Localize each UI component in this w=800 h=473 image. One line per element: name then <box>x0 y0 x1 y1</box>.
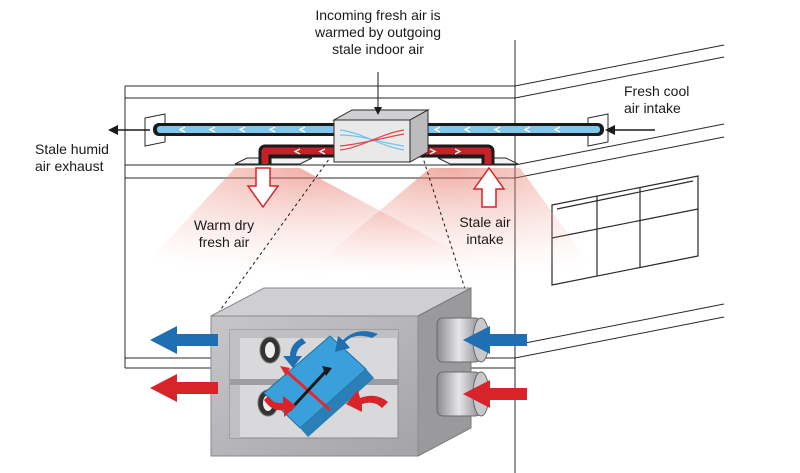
duct-flow-chevrons <box>178 126 561 155</box>
supply-ceiling-grille <box>234 157 313 165</box>
incoming-air-label: Incoming fresh air is warmed by outgoing… <box>290 7 466 58</box>
warm-supply-out-arrow <box>150 374 218 402</box>
warm-dry-fresh-air-label-line-1: Warm dry <box>193 217 255 233</box>
stale-intake-in-arrow <box>463 380 527 408</box>
exhaust-arrow <box>108 125 150 135</box>
warm-dry-fresh-air-label-line-2: fresh air <box>198 234 250 250</box>
incoming-air-label-line-2: warmed by outgoing <box>314 24 442 40</box>
warm-dry-fresh-air-label: Warm dry fresh air <box>184 217 264 251</box>
incoming-air-label-line-1: Incoming fresh air is <box>315 7 441 23</box>
stale-air-intake-label-line-2: intake <box>466 231 504 247</box>
heat-exchanger-box <box>332 109 430 163</box>
stale-air-intake-label-line-1: Stale air <box>459 214 511 230</box>
stale-humid-exhaust-label-line-2: air exhaust <box>35 158 104 174</box>
intake-arrow <box>605 125 655 135</box>
stale-humid-exhaust-label-line-1: Stale humid <box>35 141 109 157</box>
fresh-intake-in-arrow <box>463 326 527 354</box>
stale-air-glow-right <box>300 168 600 278</box>
fresh-cool-intake-label-line-2: air intake <box>624 100 681 116</box>
stale-humid-exhaust-label: Stale humid air exhaust <box>35 141 109 175</box>
fresh-cool-intake-label: Fresh cool air intake <box>624 83 689 117</box>
return-ceiling-grille <box>437 157 519 165</box>
stale-air-intake-label: Stale air intake <box>450 214 520 248</box>
incoming-air-label-line-3: stale indoor air <box>332 41 424 57</box>
fresh-cool-intake-label-line-1: Fresh cool <box>624 83 690 99</box>
cool-duct-right <box>412 123 604 136</box>
stale-return-up-arrow <box>472 166 506 208</box>
cool-duct-left <box>153 123 341 136</box>
stale-exhaust-out-arrow <box>150 326 218 354</box>
warm-supply-down-arrow <box>246 167 280 209</box>
internal-warm-flow-arrow <box>346 390 388 412</box>
internal-cool-flow-arrow <box>335 331 378 352</box>
